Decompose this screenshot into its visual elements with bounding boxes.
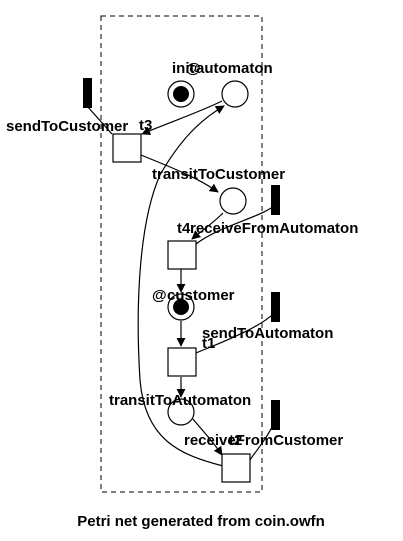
diagram-caption: Petri net generated from coin.owfn (77, 513, 325, 530)
label-place-customer: customer (167, 287, 235, 304)
label-port-send-to-customer: sendToCustomer (6, 118, 128, 135)
place-transit-to-automaton (167, 398, 195, 426)
arc-t3-to-transit-to-customer (140, 154, 219, 193)
label-place-transit-to-automaton: transitToAutomaton (109, 392, 251, 409)
arc-transit-to-automaton-to-t2 (191, 417, 223, 456)
port-bar-send-to-automaton (271, 292, 280, 322)
transition-t4 (167, 240, 197, 270)
transition-t1 (167, 347, 197, 377)
label-transition-t2: t2 (229, 432, 242, 449)
label-port-send-to-automaton: sendToAutomaton (202, 325, 333, 342)
label-place-automaton-marked: @ (186, 60, 201, 77)
label-place-customer-prefix: @ (152, 287, 167, 304)
port-bar-send-to-customer (83, 78, 92, 108)
place-automaton (221, 80, 249, 108)
link-send-to-customer (86, 105, 113, 135)
net-boundary (100, 15, 263, 493)
label-transition-t4: t4 (177, 220, 191, 237)
port-bar-receive-from-customer (271, 400, 280, 430)
label-port-receive-from-customer: receiveFromCustomer (184, 432, 343, 449)
label-place-automaton-prefix: init (172, 60, 195, 77)
label-place-automaton: automaton (196, 60, 273, 77)
label-port-receive-from-automaton: receiveFromAutomaton (190, 220, 358, 237)
arc-automaton-to-t3 (141, 100, 223, 135)
transition-t3 (112, 133, 142, 163)
transition-t2 (221, 453, 251, 483)
label-place-transit-to-customer: transitToCustomer (152, 166, 285, 183)
place-transit-to-customer (219, 187, 247, 215)
arc-transit-to-customer-to-t4 (191, 212, 224, 240)
token-customer (173, 299, 189, 315)
token-automaton (173, 86, 189, 102)
label-transition-t3: t3 (139, 117, 152, 134)
label-transition-t1: t1 (202, 335, 215, 352)
arc-t2-to-automaton (137, 105, 225, 467)
port-bar-receive-from-automaton (271, 185, 280, 215)
